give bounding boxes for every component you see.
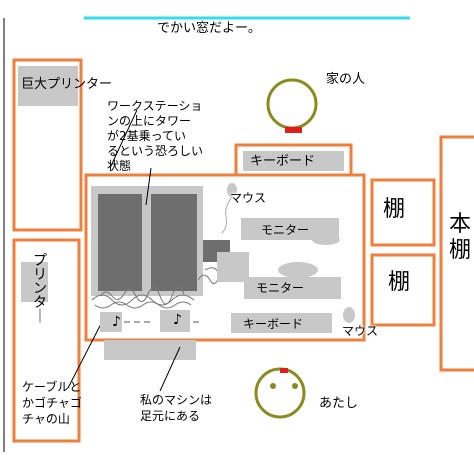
my-machine-note: 私のマシンは足元にある xyxy=(140,392,240,424)
text-char: ン xyxy=(33,281,47,297)
mouse-bottom xyxy=(343,307,355,323)
keyboard-top-body xyxy=(243,151,344,171)
window-label: でかい窓だよー。 xyxy=(157,21,261,36)
shelf-1-label: 棚 xyxy=(383,197,406,222)
note-2: ♪ xyxy=(173,312,182,328)
text-line: ケーブルと xyxy=(22,380,82,394)
me-label: あたし xyxy=(319,396,359,411)
text-char: 棚 xyxy=(448,238,471,263)
keyboard-bottom-body xyxy=(231,313,332,333)
shelf-2-label: 棚 xyxy=(388,270,411,295)
mouse-top xyxy=(227,183,237,197)
my-machine xyxy=(104,340,196,360)
desk-device xyxy=(203,240,249,282)
printer-body xyxy=(21,262,48,302)
family-member-label: 家の人 xyxy=(326,72,366,87)
text-line: が2基乗ってい xyxy=(107,129,187,143)
monitor-2 xyxy=(244,262,341,299)
printer-outline xyxy=(12,238,81,443)
monitor-1-label: モニター xyxy=(261,223,310,237)
workstation-arrow-2 xyxy=(109,109,138,169)
cable-arrow xyxy=(67,319,104,389)
text-line: 私のマシンは xyxy=(140,393,213,407)
text-line: 足元にある xyxy=(140,409,201,423)
workstation-towers xyxy=(91,186,203,296)
text-line: チャの山 xyxy=(22,412,70,426)
mouse-top-cord xyxy=(221,196,233,234)
shelf-1 xyxy=(370,178,436,247)
text-line: 状態 xyxy=(107,159,132,173)
speaker-left xyxy=(100,312,122,332)
text-line: るという恐ろしい xyxy=(107,144,204,158)
cable-mess xyxy=(91,263,231,309)
text-char: タ xyxy=(33,295,47,311)
text-line: かゴチャゴ xyxy=(22,396,82,410)
bookshelf-label: 本棚 xyxy=(447,212,473,264)
printer-label: プリンタ｜ xyxy=(32,254,48,324)
monitor-2-label: モニター xyxy=(256,281,305,295)
family-member-figure xyxy=(266,78,318,133)
big-printer-body xyxy=(18,66,78,106)
text-char: ｜ xyxy=(33,309,47,325)
monitor-1 xyxy=(241,218,340,245)
keyboard-bottom-label: キーボード xyxy=(243,317,304,331)
text-char: プ xyxy=(33,253,47,269)
text-line: ンの上にタワー xyxy=(107,114,192,128)
text-char: 本 xyxy=(448,212,471,237)
note-1: ♪ xyxy=(112,314,121,330)
speaker-right xyxy=(160,310,190,332)
keyboard-top-label: キーボード xyxy=(250,154,316,169)
bookshelf xyxy=(439,135,474,372)
my-machine-arrow xyxy=(159,346,181,392)
mouse-top-label: マウス xyxy=(230,191,267,205)
me-figure xyxy=(254,367,306,419)
mouse-bottom-label: マウス xyxy=(342,324,379,338)
text-char: リ xyxy=(33,267,47,283)
big-printer-outline xyxy=(12,58,83,232)
shelf-2 xyxy=(370,253,436,327)
big-printer-label: 巨大プリンター xyxy=(21,77,113,92)
cable-note: ケーブルとかゴチャゴチャの山 xyxy=(22,379,92,427)
workstation-note: ワークステーションの上にタワーが2基乗っているという恐ろしい状態 xyxy=(107,99,227,174)
text-line: ワークステーショ xyxy=(107,99,203,113)
workstation-arrow xyxy=(145,167,152,206)
desk-outline xyxy=(84,173,366,342)
